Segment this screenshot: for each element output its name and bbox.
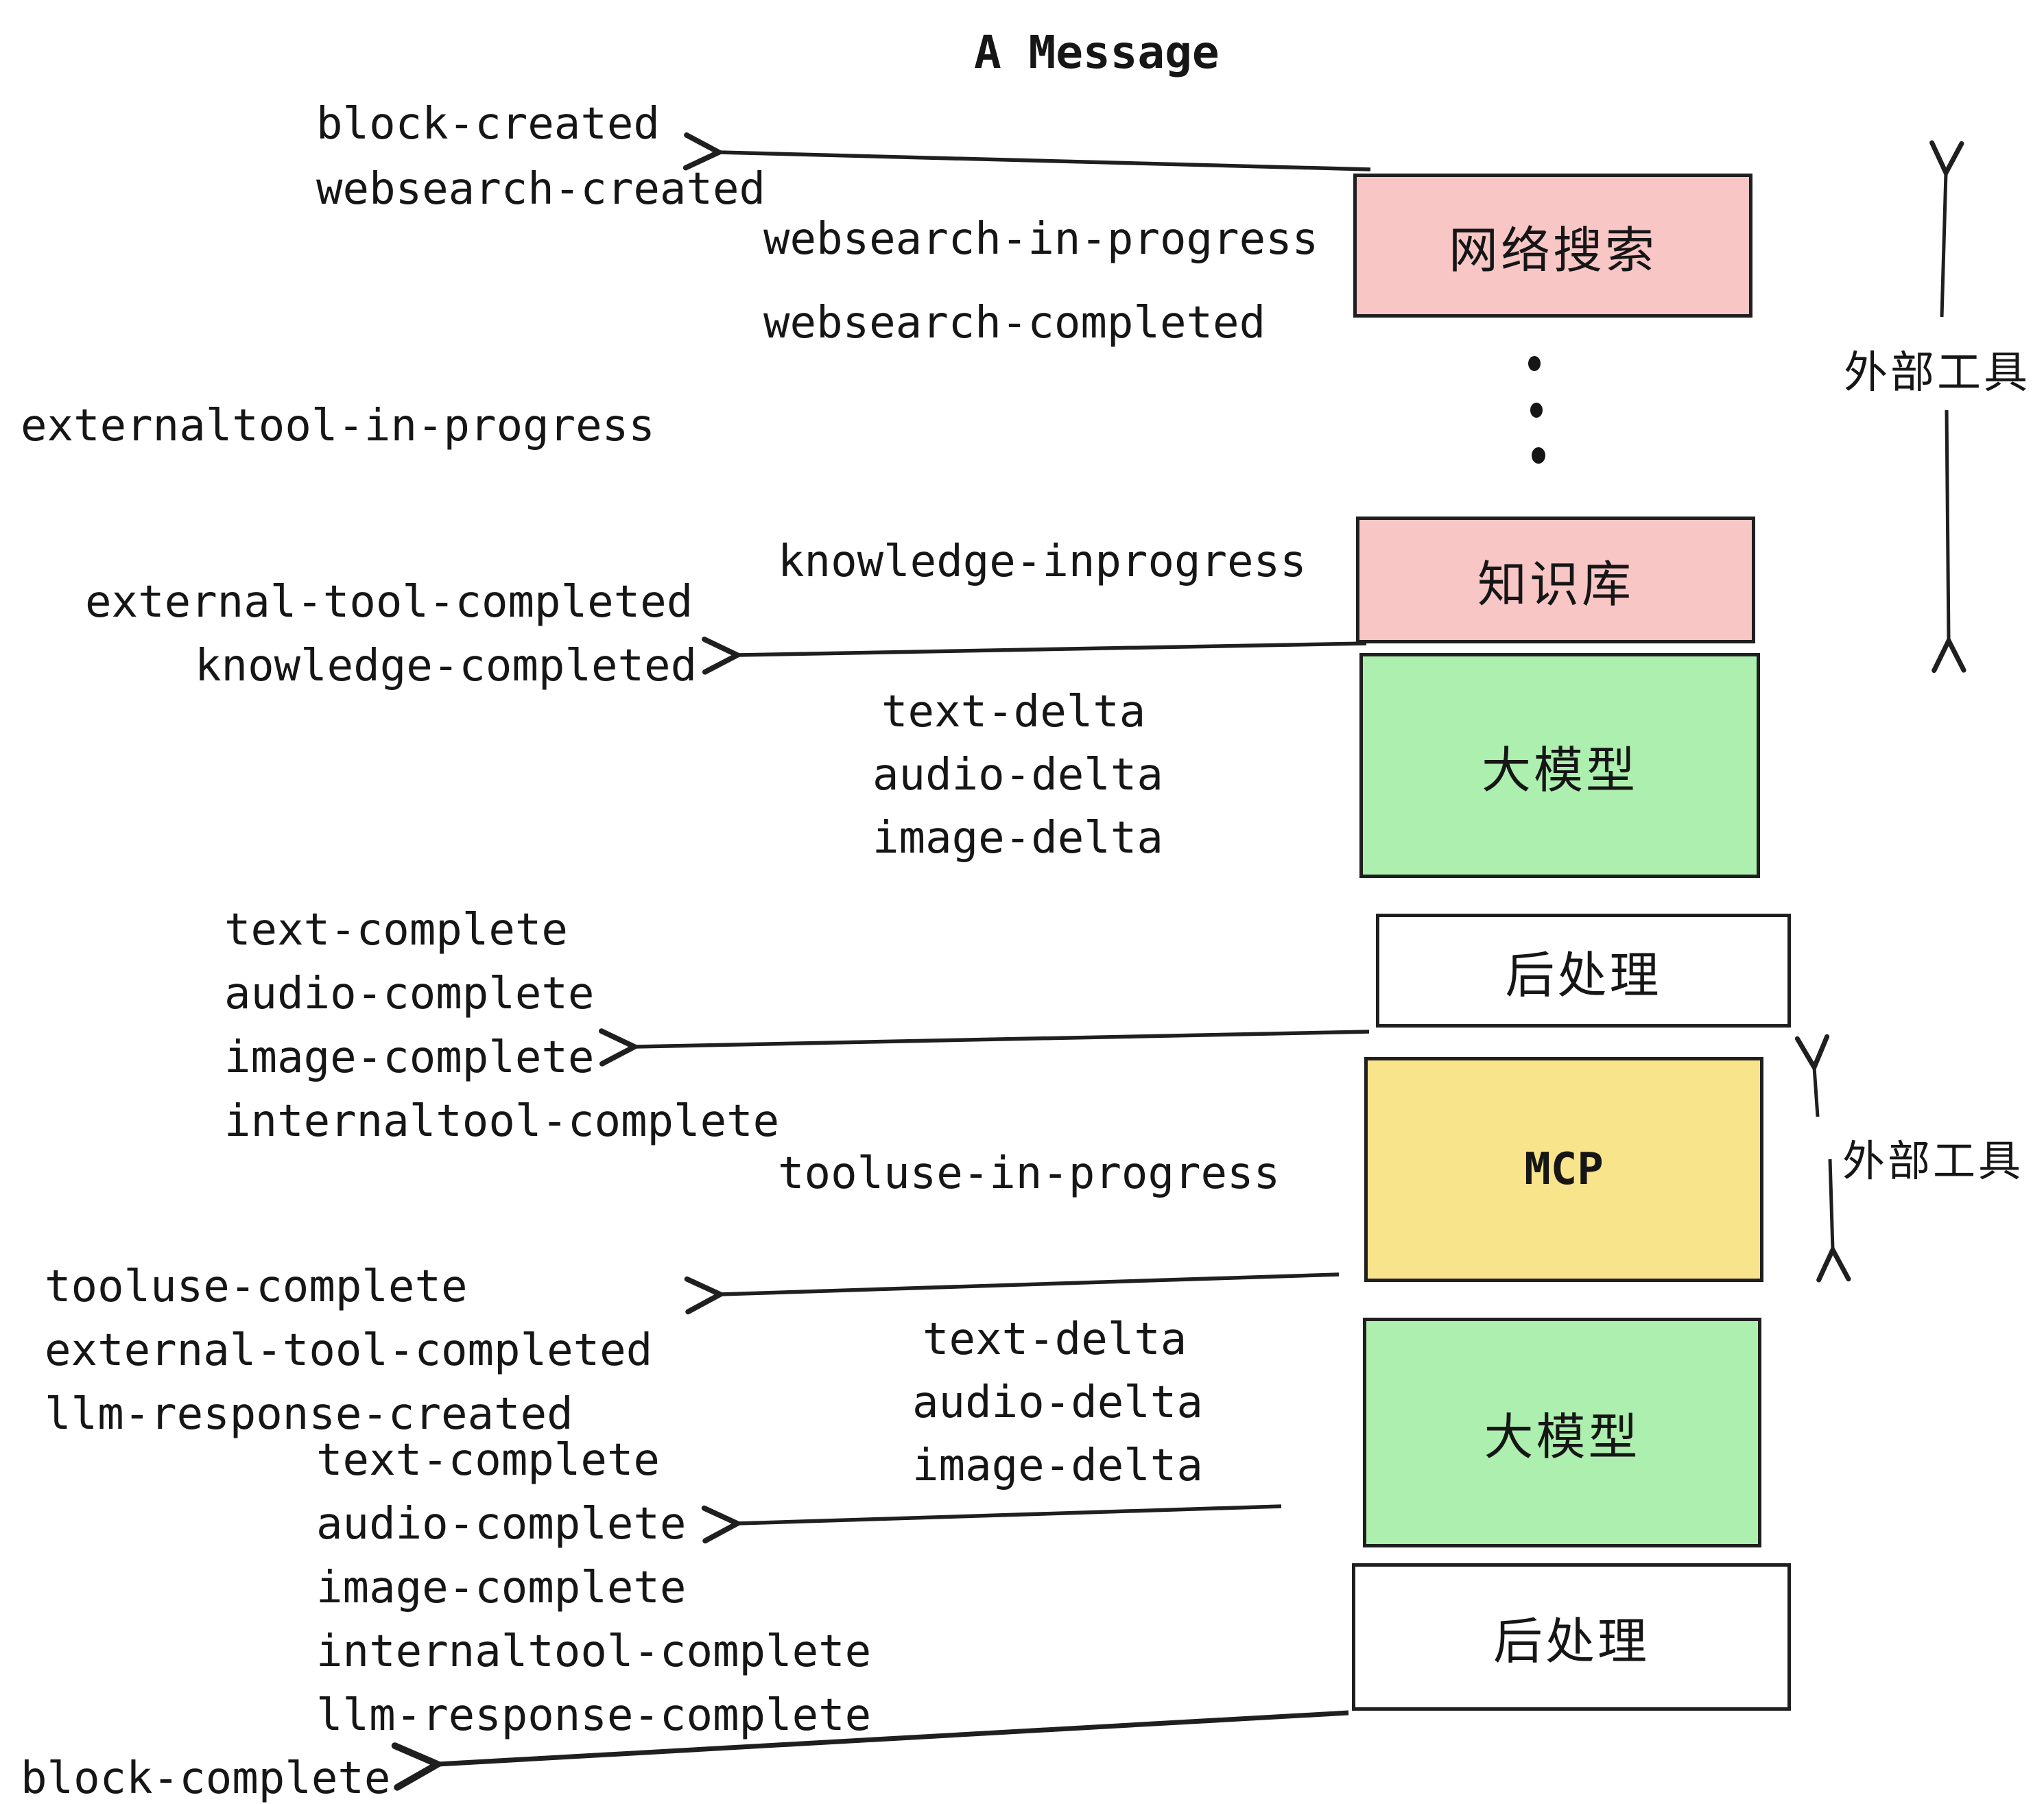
event-label-tooluse-in-progress: tooluse-in-progress <box>778 1148 1281 1199</box>
box-knowledge: 知识库 <box>1356 517 1755 643</box>
event-label-image-complete-2: image-complete <box>316 1563 687 1613</box>
box-websearch-label: 网络搜索 <box>1448 221 1657 279</box>
arrow-external-tools-down-mcp <box>1816 1159 1851 1283</box>
arrow-audio-complete <box>701 1504 1282 1544</box>
ellipsis-dots-icon <box>1528 356 1545 464</box>
box-postprocess-2: 后处理 <box>1352 1563 1791 1711</box>
event-label-audio-complete-2: audio-complete <box>316 1499 687 1550</box>
event-label-external-tool-completed: external-tool-completed <box>85 577 693 628</box>
event-label-audio-delta-2: audio-delta <box>912 1377 1203 1428</box>
page-title: A Message <box>974 26 1220 79</box>
event-label-text-delta-2: text-delta <box>923 1314 1187 1365</box>
event-label-text-complete-2: text-complete <box>316 1435 660 1486</box>
event-label-text-delta-1: text-delta <box>881 687 1146 737</box>
event-label-websearch-completed: websearch-completed <box>763 298 1266 348</box>
event-label-websearch-in-progress: websearch-in-progress <box>763 214 1319 265</box>
event-label-knowledge-inprogress: knowledge-inprogress <box>778 536 1307 587</box>
event-label-text-complete-1: text-complete <box>224 905 568 956</box>
event-label-block-created: block-created <box>316 99 660 150</box>
arrow-block-created <box>682 132 1371 171</box>
event-label-external-tool-completed-2: external-tool-completed <box>45 1325 653 1376</box>
box-knowledge-label: 知识库 <box>1477 556 1634 613</box>
event-label-websearch-created: websearch-created <box>316 164 766 215</box>
box-mcp-label: MCP <box>1524 1144 1604 1195</box>
arrow-external-tools-up-top <box>1929 140 1964 318</box>
event-label-image-complete-1: image-complete <box>224 1032 595 1083</box>
event-label-image-delta-2: image-delta <box>912 1440 1203 1491</box>
event-label-llm-response-created: llm-response-created <box>45 1389 573 1440</box>
box-websearch: 网络搜索 <box>1353 174 1752 318</box>
box-mcp: MCP <box>1364 1057 1763 1282</box>
arrow-external-tools-down-top <box>1932 410 1966 674</box>
event-label-internaltool-complete-1: internaltool-complete <box>224 1096 780 1147</box>
box-llm-1-label: 大模型 <box>1481 741 1638 799</box>
side-label-external-tools-mcp: 外部工具 <box>1842 1136 2024 1186</box>
box-postprocess-1-label: 后处理 <box>1505 946 1662 1004</box>
arrow-image-complete <box>598 1028 1370 1067</box>
side-label-external-tools-top: 外部工具 <box>1844 348 2030 399</box>
event-label-image-delta-1: image-delta <box>872 813 1163 864</box>
arrow-external-tools-up-mcp <box>1794 1034 1830 1117</box>
event-label-knowledge-completed: knowledge-completed <box>195 641 698 691</box>
box-postprocess-2-label: 后处理 <box>1493 1613 1650 1670</box>
event-label-internaltool-complete-2: internaltool-complete <box>316 1626 872 1677</box>
arrow-tooluse-complete <box>684 1272 1340 1315</box>
event-label-llm-response-complete: llm-response-complete <box>316 1690 872 1741</box>
event-label-audio-complete-1: audio-complete <box>224 969 595 1019</box>
event-label-tooluse-complete: tooluse-complete <box>45 1261 468 1312</box>
box-llm-2: 大模型 <box>1363 1318 1761 1547</box>
event-label-audio-delta-1: audio-delta <box>872 750 1163 800</box>
arrow-knowledge-completed <box>702 637 1367 675</box>
box-llm-2-label: 大模型 <box>1484 1408 1641 1466</box>
event-label-externaltool-in-progress: externaltool-in-progress <box>21 401 655 451</box>
box-postprocess-1: 后处理 <box>1376 914 1791 1028</box>
box-llm-1: 大模型 <box>1359 653 1760 878</box>
event-label-block-complete: block-complete <box>21 1753 391 1804</box>
